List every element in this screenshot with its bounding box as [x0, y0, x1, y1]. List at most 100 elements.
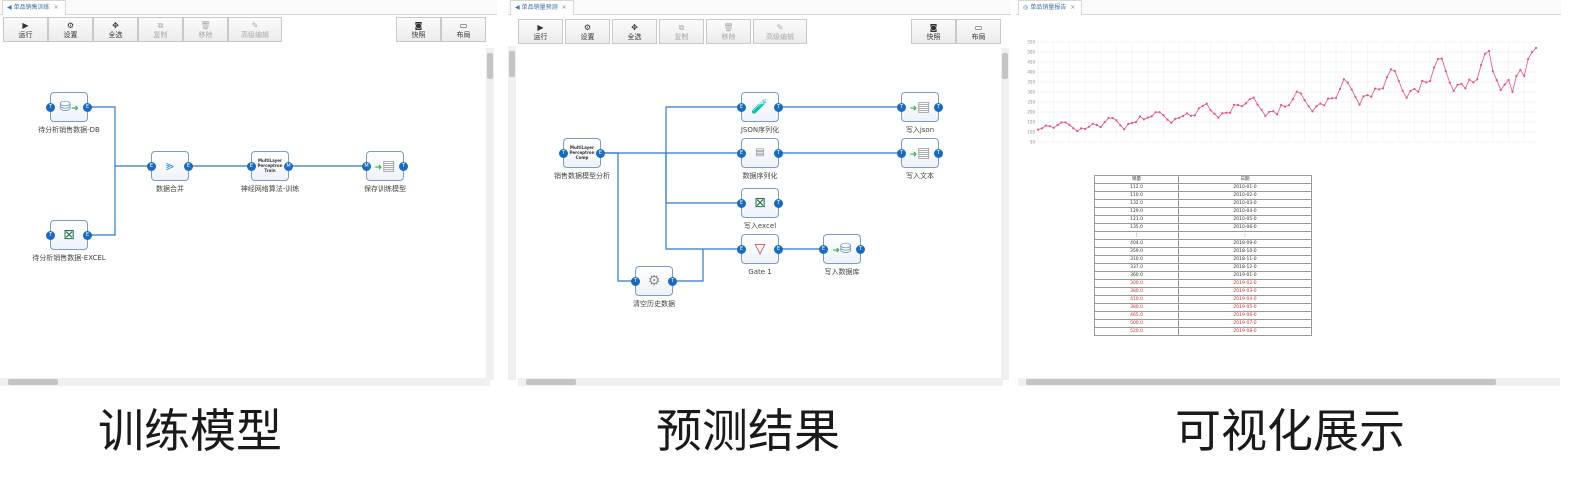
- input-port[interactable]: E: [147, 162, 156, 171]
- data-point[interactable]: [1495, 79, 1498, 82]
- scroll-thumb[interactable]: [526, 379, 576, 385]
- data-point[interactable]: [1413, 87, 1416, 91]
- data-point[interactable]: [1327, 97, 1330, 100]
- excel-source-node[interactable]: T ⊠ E: [46, 220, 92, 250]
- data-point[interactable]: [1138, 115, 1142, 118]
- close-icon[interactable]: ×: [53, 4, 59, 11]
- data-point[interactable]: [1280, 103, 1283, 107]
- output-port[interactable]: T: [774, 103, 783, 112]
- close-icon[interactable]: ×: [1070, 4, 1076, 11]
- data-point[interactable]: [1154, 111, 1157, 114]
- data-point[interactable]: [1448, 81, 1451, 84]
- data-point[interactable]: [1480, 63, 1483, 67]
- data-point[interactable]: [1232, 103, 1236, 106]
- output-port[interactable]: E: [83, 231, 92, 240]
- data-point[interactable]: [1334, 96, 1338, 100]
- input-port[interactable]: E: [819, 245, 828, 254]
- data-point[interactable]: [1064, 121, 1067, 124]
- data-point[interactable]: [1115, 119, 1118, 122]
- data-point[interactable]: [1468, 78, 1471, 81]
- json-serialize-node[interactable]: E 🧪 T: [737, 92, 783, 122]
- input-port[interactable]: M: [362, 162, 371, 171]
- data-point[interactable]: [1068, 123, 1071, 126]
- data-point[interactable]: [1464, 87, 1467, 90]
- vertical-scrollbar[interactable]: [486, 48, 494, 380]
- data-point[interactable]: [1523, 74, 1526, 78]
- run-button[interactable]: ▶运行: [3, 17, 48, 42]
- run-button[interactable]: ▶运行: [518, 19, 563, 44]
- data-point[interactable]: [1083, 127, 1087, 131]
- tab-visual[interactable]: ◎单品销量报告×: [1018, 0, 1083, 15]
- scroll-thumb[interactable]: [1002, 53, 1008, 79]
- data-point[interactable]: [1432, 66, 1436, 69]
- data-point[interactable]: [1095, 123, 1098, 127]
- data-point[interactable]: [1248, 98, 1251, 101]
- remove-button[interactable]: 🗑移除: [706, 19, 751, 44]
- write-json-node[interactable]: T ➜▤ T: [897, 92, 943, 122]
- remove-button[interactable]: 🗑移除: [183, 17, 228, 42]
- data-point[interactable]: [1252, 96, 1255, 99]
- data-point[interactable]: [1107, 116, 1110, 120]
- data-point[interactable]: [1460, 82, 1463, 86]
- snapshot-button[interactable]: ◙快照: [911, 19, 956, 44]
- data-point[interactable]: [1260, 108, 1263, 111]
- data-point[interactable]: [1499, 88, 1502, 92]
- data-point[interactable]: [1181, 114, 1185, 118]
- db-source-node[interactable]: T ⛁➜ E: [46, 92, 92, 122]
- scroll-thumb[interactable]: [1026, 379, 1496, 385]
- data-point[interactable]: [1287, 104, 1291, 107]
- data-point[interactable]: [1217, 116, 1220, 119]
- data-point[interactable]: [1444, 70, 1447, 73]
- write-excel-node[interactable]: E ⊠ T: [737, 188, 783, 218]
- data-point[interactable]: [1244, 102, 1247, 105]
- data-point[interactable]: [1283, 105, 1287, 108]
- data-point[interactable]: [1162, 114, 1165, 117]
- save-model-node[interactable]: M ➜▤ T: [362, 151, 408, 181]
- copy-button[interactable]: ⧉复制: [659, 19, 704, 44]
- scroll-thumb[interactable]: [8, 379, 58, 385]
- data-point[interactable]: [1044, 124, 1047, 127]
- input-port[interactable]: T: [46, 103, 55, 112]
- data-point[interactable]: [1299, 92, 1302, 95]
- gate-node[interactable]: E ▽ E: [737, 234, 783, 264]
- tab-predict[interactable]: ◀单品销量预测×: [510, 0, 574, 15]
- data-point[interactable]: [1052, 126, 1055, 129]
- data-point[interactable]: [1213, 112, 1216, 115]
- data-point[interactable]: [1389, 68, 1393, 71]
- data-point[interactable]: [1197, 107, 1200, 110]
- data-point[interactable]: [1342, 78, 1345, 81]
- data-point[interactable]: [1370, 95, 1373, 98]
- snapshot-button[interactable]: ◙快照: [396, 17, 441, 42]
- data-point[interactable]: [1527, 57, 1530, 61]
- data-point[interactable]: [1099, 125, 1102, 129]
- data-point[interactable]: [1209, 109, 1212, 112]
- data-point[interactable]: [1240, 105, 1244, 108]
- mlp-comp-node[interactable]: T MultiLayer Perceptron Comp E: [559, 138, 605, 168]
- flow-canvas[interactable]: T MultiLayer Perceptron Comp E 销售数据模型分析 …: [508, 46, 1011, 392]
- output-port[interactable]: T: [774, 149, 783, 158]
- tab-train[interactable]: ◀单品销售训练×: [2, 0, 66, 15]
- data-point[interactable]: [1225, 111, 1228, 114]
- flow-canvas[interactable]: T ⛁➜ E 待分析销售数据-DB T ⊠ E 待分析销售数据-EXCEL E …: [0, 46, 497, 392]
- data-point[interactable]: [1452, 89, 1455, 93]
- data-point[interactable]: [1330, 97, 1334, 100]
- advanced-edit-button[interactable]: ✎高级编辑: [753, 19, 807, 44]
- data-point[interactable]: [1366, 94, 1369, 97]
- output-port[interactable]: M: [284, 162, 293, 171]
- scroll-thumb[interactable]: [487, 53, 493, 79]
- data-point[interactable]: [1534, 46, 1538, 50]
- select-all-button[interactable]: ✥全选: [93, 17, 138, 42]
- input-port[interactable]: E: [737, 103, 746, 112]
- data-point[interactable]: [1158, 111, 1161, 114]
- data-point[interactable]: [1409, 89, 1412, 92]
- data-point[interactable]: [1346, 81, 1349, 84]
- data-point[interactable]: [1362, 95, 1365, 98]
- data-point[interactable]: [1295, 90, 1298, 93]
- data-point[interactable]: [1201, 104, 1204, 108]
- data-point[interactable]: [1127, 122, 1130, 126]
- data-point[interactable]: [1178, 116, 1181, 119]
- input-port[interactable]: T: [897, 149, 906, 158]
- data-point[interactable]: [1236, 103, 1240, 107]
- data-point[interactable]: [1134, 120, 1138, 124]
- data-point[interactable]: [1170, 121, 1173, 124]
